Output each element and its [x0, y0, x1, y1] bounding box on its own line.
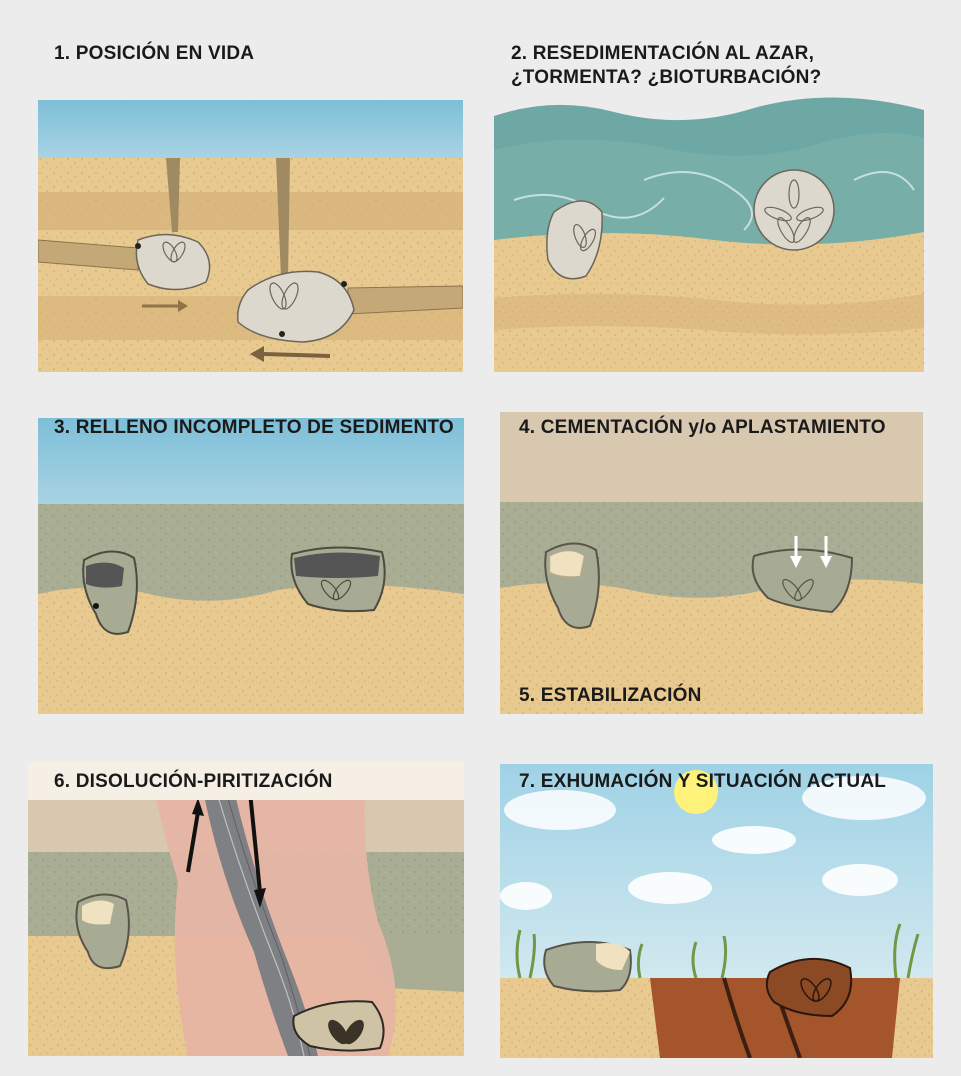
panel-7-title: 7. EXHUMACIÓN Y SITUACIÓN ACTUAL — [519, 770, 886, 794]
panel-2-illustration — [494, 90, 924, 372]
panel-3-illustration — [38, 418, 464, 714]
shell-tumbling-right — [754, 170, 834, 250]
panel-2-title-line-1: 2. RESEDIMENTACIÓN AL AZAR, — [511, 42, 814, 66]
panel-1-illustration — [38, 100, 463, 372]
panel-4-title: 4. CEMENTACIÓN y/o APLASTAMIENTO — [519, 416, 886, 440]
panel-2-title-line-2: ¿TORMENTA? ¿BIOTURBACIÓN? — [511, 66, 821, 90]
panel-3-title: 3. RELLENO INCOMPLETO DE SEDIMENTO — [54, 416, 454, 440]
panel-4-illustration — [500, 412, 923, 714]
shell-left — [135, 234, 210, 289]
shell-exhumed-left — [544, 942, 631, 991]
panel-6-illustration — [28, 762, 464, 1056]
panel-5-title: 5. ESTABILIZACIÓN — [519, 684, 702, 708]
panel-6-title: 6. DISOLUCIÓN-PIRITIZACIÓN — [54, 770, 333, 794]
panel-1-title: 1. POSICIÓN EN VIDA — [54, 42, 254, 66]
shell-partially-filled-right — [291, 547, 384, 611]
panel-7-illustration — [500, 764, 933, 1058]
